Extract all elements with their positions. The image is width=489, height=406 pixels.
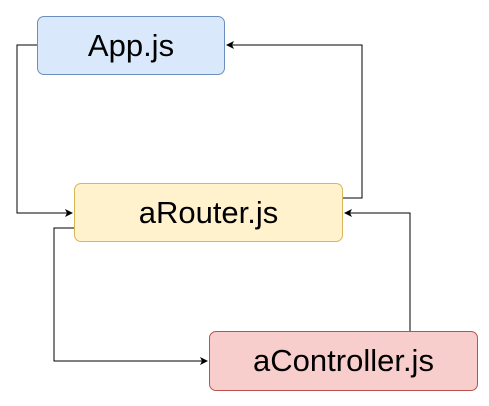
- node-acontroller-js[interactable]: aController.js: [209, 331, 478, 391]
- node-acontroller-js-label: aController.js: [253, 343, 434, 378]
- node-app-js[interactable]: App.js: [37, 16, 225, 75]
- edge-app-to-router: [16, 44, 73, 217]
- edge-router-to-controller: [53, 227, 208, 365]
- node-arouter-js[interactable]: aRouter.js: [74, 183, 343, 242]
- edge-controller-to-router: [344, 209, 411, 331]
- node-app-js-label: App.js: [87, 27, 175, 63]
- edge-router-to-app: [226, 41, 363, 199]
- node-arouter-js-label: aRouter.js: [138, 194, 279, 230]
